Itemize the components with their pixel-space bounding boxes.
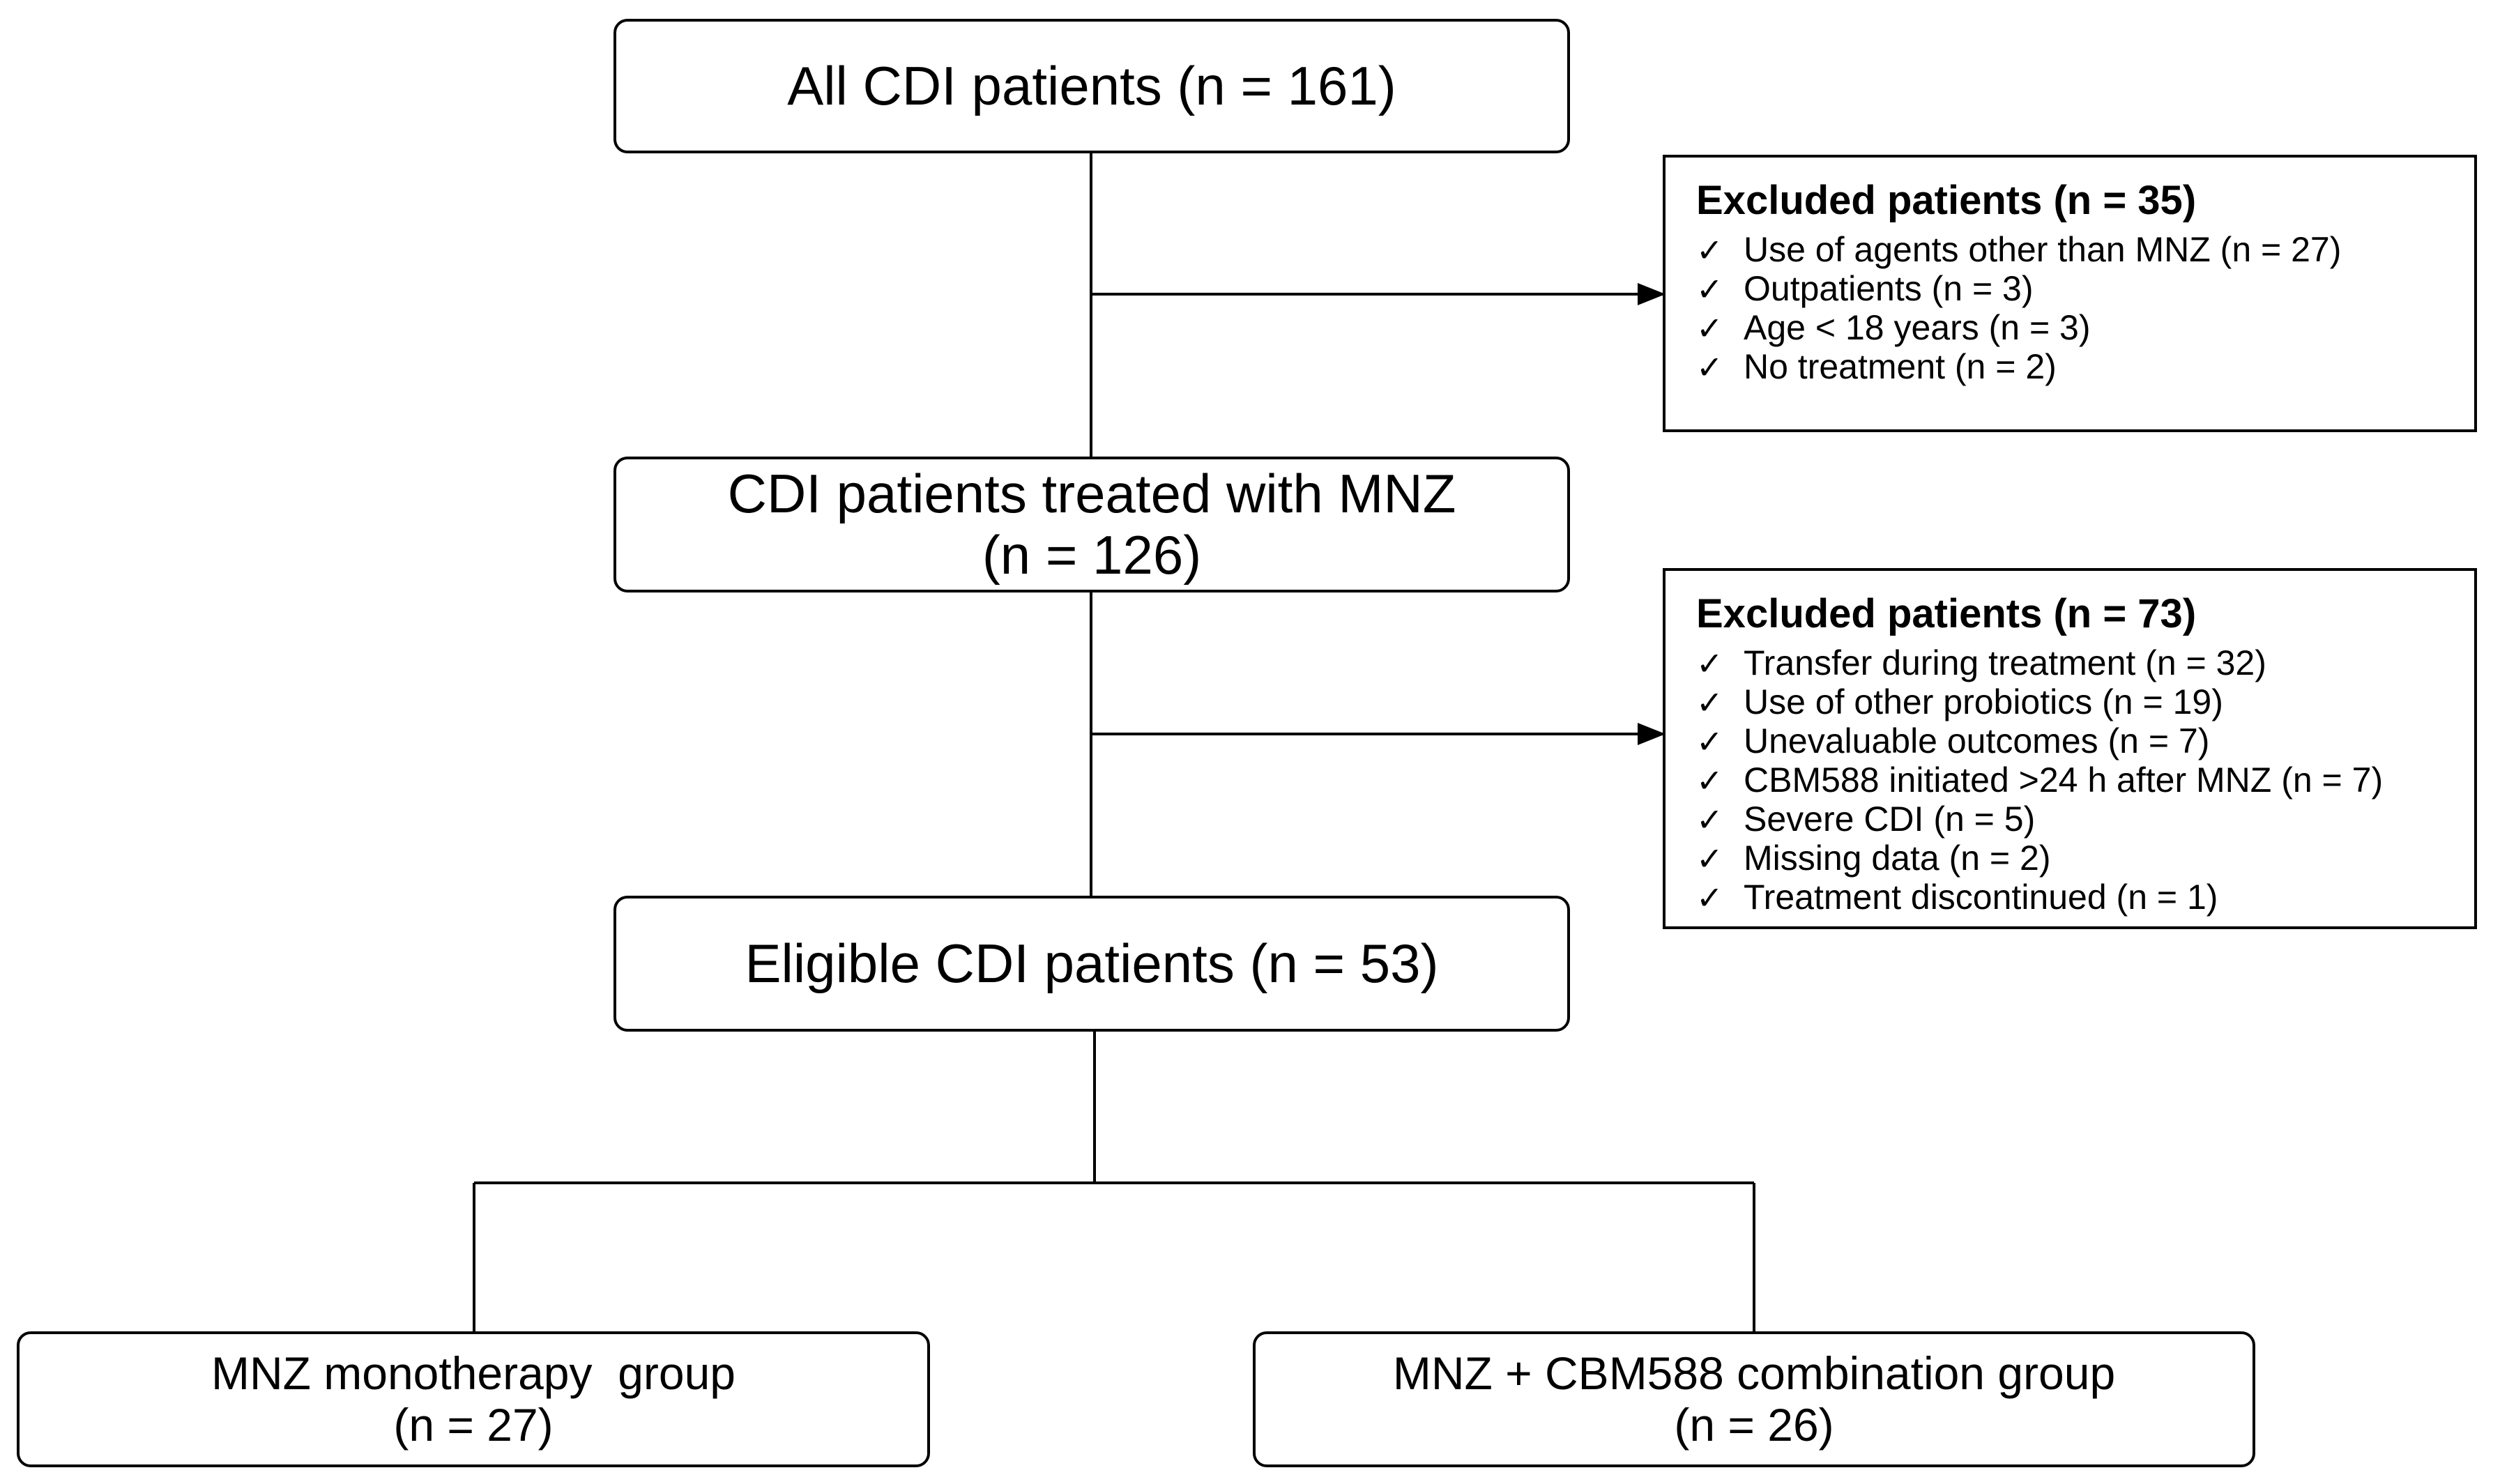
exclusion-item: ✓ CBM588 initiated >24 h after MNZ (n = 7… <box>1696 761 2460 800</box>
check-icon: ✓ <box>1696 645 1723 682</box>
combo-group-box: MNZ + CBM588 combination group (n = 26) <box>1253 1331 2255 1467</box>
combo-group-label: MNZ + CBM588 combination group <box>1392 1347 2116 1399</box>
exclusion-item-text: Use of other probiotics (n = 19) <box>1744 682 2223 721</box>
exclusion-item: ✓ Severe CDI (n = 5) <box>1696 800 2460 839</box>
exclusion-item-text: CBM588 initiated >24 h after MNZ (n = 7) <box>1744 760 2384 800</box>
mono-group-count: (n = 27) <box>393 1398 554 1451</box>
check-icon: ✓ <box>1696 762 1723 800</box>
check-icon: ✓ <box>1696 349 1723 386</box>
exclusion-item-text: Use of agents other than MNZ (n = 27) <box>1744 230 2342 269</box>
exclusion-item: ✓ Use of agents other than MNZ (n = 27) <box>1696 231 2460 270</box>
exclusion-item: ✓ No treatment (n = 2) <box>1696 348 2460 387</box>
check-icon: ✓ <box>1696 879 1723 917</box>
exclusion-item: ✓ Age < 18 years (n = 3) <box>1696 309 2460 348</box>
exclusion-item: ✓ Unevaluable outcomes (n = 7) <box>1696 722 2460 761</box>
exclusion-item: ✓ Transfer during treatment (n = 32) <box>1696 644 2460 683</box>
exclusion-item-text: Age < 18 years (n = 3) <box>1744 308 2091 347</box>
exclusion-item-text: No treatment (n = 2) <box>1744 347 2057 386</box>
exclusion-item-text: Severe CDI (n = 5) <box>1744 800 2036 839</box>
exclusion-item: ✓ Missing data (n = 2) <box>1696 839 2460 878</box>
exclusion-2-title: Excluded patients (n = 73) <box>1696 591 2197 636</box>
exclusion-2-list: ✓ Transfer during treatment (n = 32) ✓ Use… <box>1696 644 2460 917</box>
check-icon: ✓ <box>1696 723 1723 760</box>
exclusion-box-1: Excluded patients (n = 35) ✓ Use of agent… <box>1663 155 2477 432</box>
mono-group-label: MNZ monotherapy group <box>211 1347 735 1399</box>
exclusion-item: ✓ Use of other probiotics (n = 19) <box>1696 683 2460 722</box>
eligible-patients-box: Eligible CDI patients (n = 53) <box>613 896 1570 1032</box>
treated-patients-count: (n = 126) <box>982 523 1202 586</box>
check-icon: ✓ <box>1696 309 1723 347</box>
check-icon: ✓ <box>1696 840 1723 878</box>
check-icon: ✓ <box>1696 801 1723 839</box>
treated-patients-box: CDI patients treated with MNZ (n = 126) <box>613 457 1570 592</box>
exclusion-item: ✓ Treatment discontinued (n = 1) <box>1696 878 2460 917</box>
exclusion-item-text: Outpatients (n = 3) <box>1744 269 2034 308</box>
mono-group-box: MNZ monotherapy group (n = 27) <box>17 1331 930 1467</box>
check-icon: ✓ <box>1696 684 1723 721</box>
exclusion-item-text: Unevaluable outcomes (n = 7) <box>1744 721 2210 760</box>
exclusion-1-list: ✓ Use of agents other than MNZ (n = 27) ✓… <box>1696 231 2460 387</box>
check-icon: ✓ <box>1696 231 1723 269</box>
exclusion-1-title: Excluded patients (n = 35) <box>1696 178 2197 223</box>
check-icon: ✓ <box>1696 270 1723 308</box>
exclusion-item-text: Transfer during treatment (n = 32) <box>1744 643 2266 682</box>
exclusion-box-2: Excluded patients (n = 73) ✓ Transfer dur… <box>1663 568 2477 929</box>
exclusion-item-text: Missing data (n = 2) <box>1744 839 2051 878</box>
eligible-patients-label: Eligible CDI patients (n = 53) <box>745 932 1439 994</box>
exclusion-item-text: Treatment discontinued (n = 1) <box>1744 878 2218 917</box>
exclusion-item: ✓ Outpatients (n = 3) <box>1696 270 2460 309</box>
treated-patients-label: CDI patients treated with MNZ <box>727 463 1456 525</box>
all-patients-box: All CDI patients (n = 161) <box>613 19 1570 153</box>
all-patients-label: All CDI patients (n = 161) <box>787 54 1396 116</box>
combo-group-count: (n = 26) <box>1674 1398 1834 1451</box>
